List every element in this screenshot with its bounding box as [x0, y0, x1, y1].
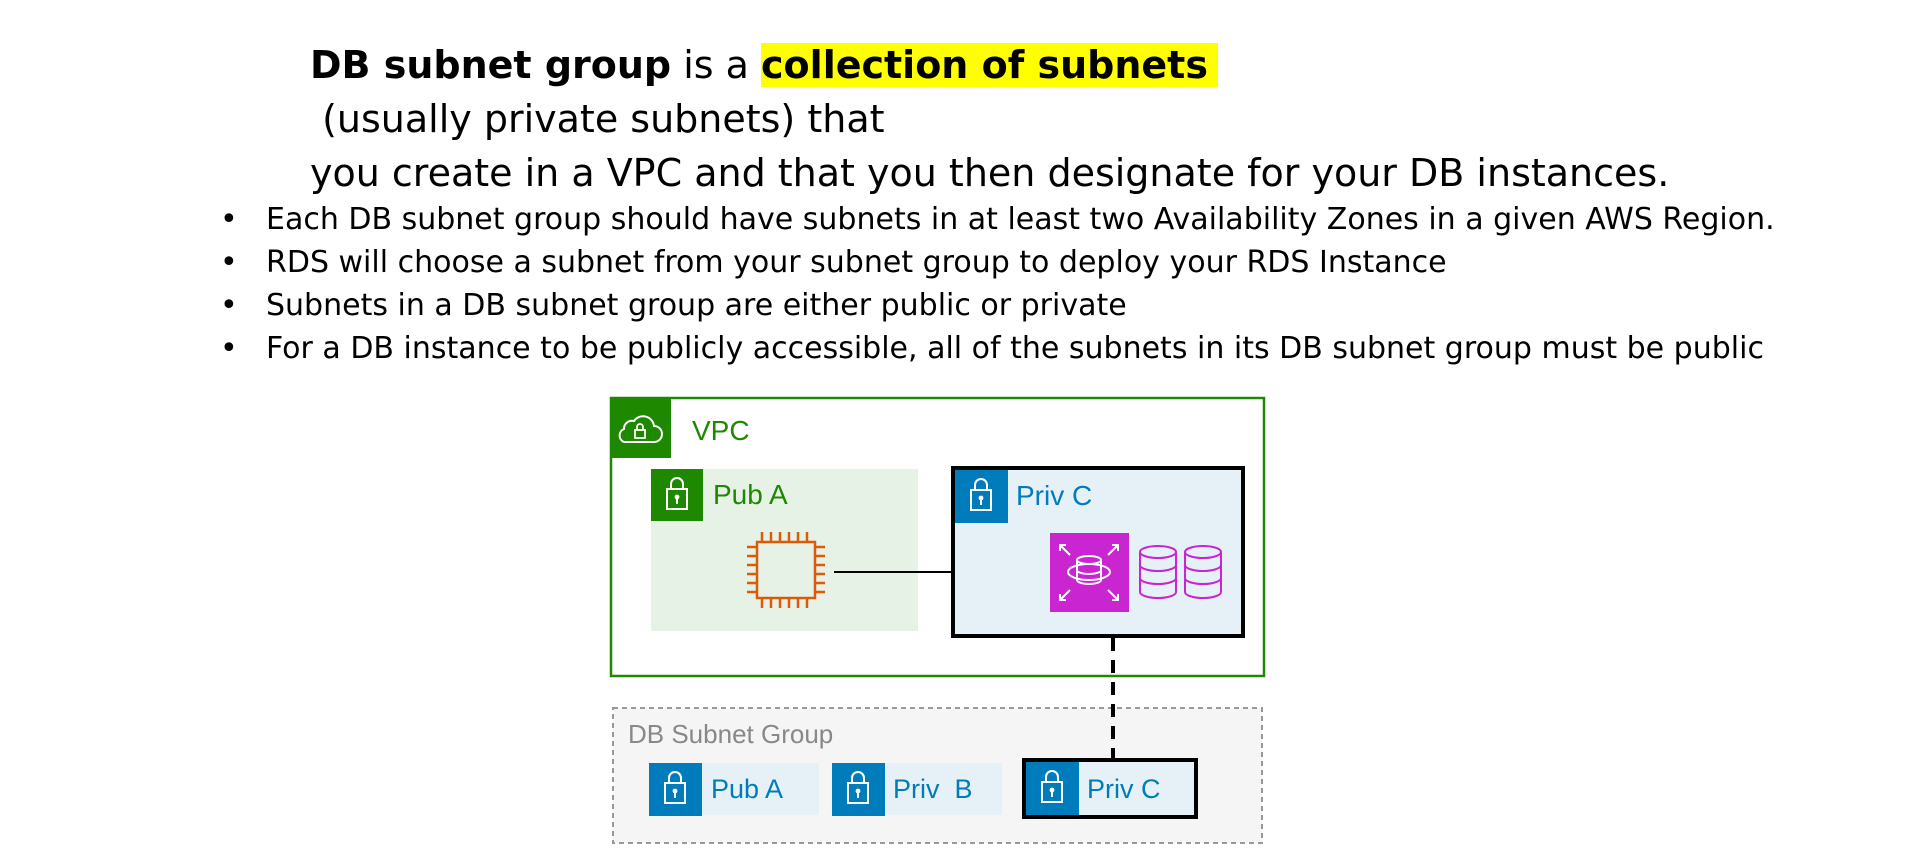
list-item: • Subnets in a DB subnet group are either…	[220, 284, 1775, 327]
heading-term: DB subnet group	[310, 43, 672, 87]
list-item: • Each DB subnet group should have subnet…	[220, 198, 1775, 241]
heading-highlight: collection of subnets	[761, 43, 1218, 87]
heading-line-1: DB subnet group is a collection of subne…	[310, 38, 1710, 146]
lock-icon	[649, 763, 702, 816]
vpc-cloud-icon	[611, 398, 671, 458]
db-subnet-group-label: DB Subnet Group	[628, 719, 833, 749]
list-item: • RDS will choose a subnet from your subn…	[220, 241, 1775, 284]
database-icon	[1184, 545, 1222, 599]
bullet-text: Each DB subnet group should have subnets…	[266, 202, 1775, 237]
group-subnet-label: Priv B	[893, 774, 973, 804]
bullet-list: • Each DB subnet group should have subnet…	[220, 198, 1775, 370]
ec2-chip-icon	[747, 532, 825, 608]
lock-icon	[955, 470, 1008, 523]
lock-icon	[832, 763, 885, 816]
public-subnet-label: Pub A	[713, 479, 788, 510]
bullet-dot: •	[220, 202, 238, 237]
bullet-text: For a DB instance to be publicly accessi…	[266, 331, 1764, 366]
lock-icon	[651, 469, 703, 521]
private-subnet-label: Priv C	[1016, 480, 1092, 511]
heading-text-2: (usually private subnets) that	[310, 97, 885, 141]
group-subnet-label: Priv C	[1087, 774, 1161, 804]
bullet-dot: •	[220, 331, 238, 366]
bullet-dot: •	[220, 245, 238, 280]
database-icon	[1139, 545, 1177, 599]
rds-icon	[1050, 533, 1129, 612]
bullet-text: Subnets in a DB subnet group are either …	[266, 288, 1127, 323]
lock-icon	[1026, 762, 1079, 815]
list-item: • For a DB instance to be publicly access…	[220, 327, 1775, 370]
bullet-text: RDS will choose a subnet from your subne…	[266, 245, 1447, 280]
vpc-label: VPC	[692, 415, 750, 446]
heading: DB subnet group is a collection of subne…	[310, 38, 1710, 200]
bullet-dot: •	[220, 288, 238, 323]
heading-line-2: you create in a VPC and that you then de…	[310, 151, 1670, 195]
group-subnet-label: Pub A	[711, 774, 783, 804]
heading-text: is a	[671, 43, 762, 87]
